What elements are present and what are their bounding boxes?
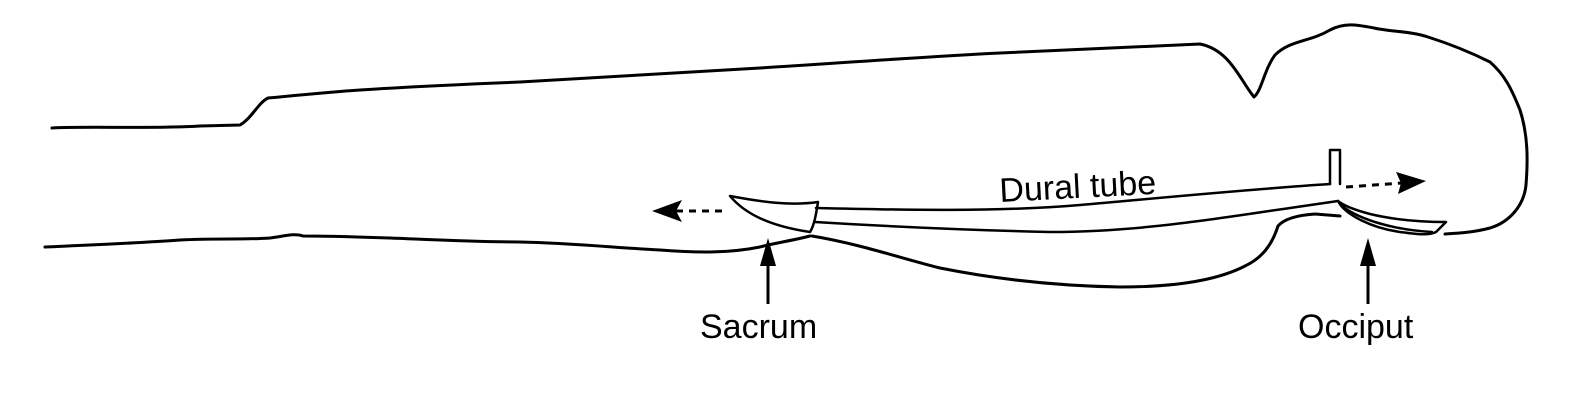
dural-tube-label: Dural tube <box>998 164 1157 210</box>
body-outline-lower <box>43 233 812 254</box>
cervical-stub <box>1328 148 1342 186</box>
occiput-dashed-arrow <box>1345 181 1403 189</box>
occiput-label: Occiput <box>1298 308 1414 346</box>
body-outline-upper <box>50 23 1529 236</box>
occiput-pointer-arrowhead <box>1360 238 1376 266</box>
dural-tube-lower-edge <box>813 199 1340 234</box>
occiput-dashed-arrowhead <box>1396 172 1426 194</box>
back-outline <box>810 212 1342 289</box>
dural-tube-upper-edge <box>814 182 1332 212</box>
occiput-bone <box>1336 199 1448 236</box>
sacrum-label: Sacrum <box>700 308 817 346</box>
sacrum-bone <box>728 194 820 234</box>
occiput-inner-line <box>1340 204 1434 234</box>
sacrum-dashed-arrowhead <box>652 200 682 222</box>
sacrum-pointer-arrowhead <box>760 238 776 266</box>
